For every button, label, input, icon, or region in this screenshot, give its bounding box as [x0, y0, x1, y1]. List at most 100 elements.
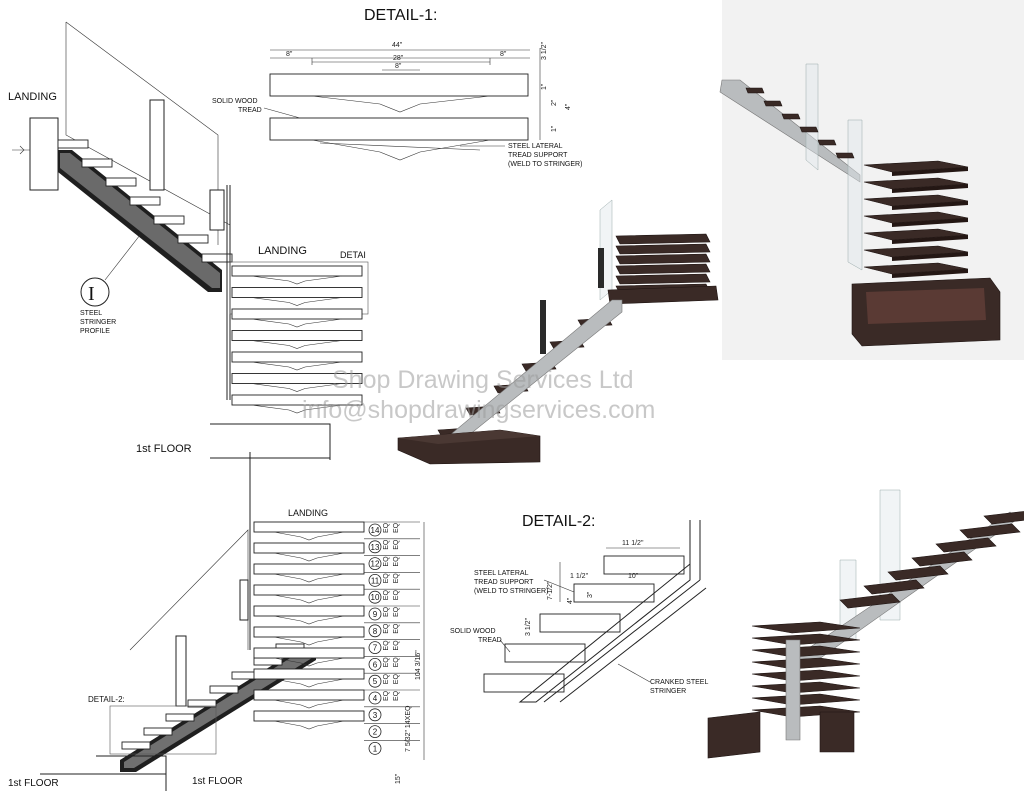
detail-2: DETAIL-2: 11 1/2" 1 1/2" 10" 7-1/2" 4" 3…	[450, 513, 708, 703]
eq-label: EQ	[383, 690, 390, 701]
tread-side	[253, 657, 283, 666]
render-tread	[911, 551, 973, 567]
step-number: 7	[373, 644, 378, 653]
step-number-circle	[368, 624, 382, 638]
render-tread	[615, 253, 711, 265]
tread-support	[273, 636, 345, 646]
step-number: 12	[371, 560, 380, 569]
step-number-circle	[368, 708, 382, 722]
plan-tread	[253, 542, 365, 554]
render-tread	[615, 233, 711, 245]
render-tread	[935, 537, 997, 553]
d2-e: 3 1/2"	[525, 617, 532, 636]
eq-label: EQ	[383, 556, 390, 567]
step-number: 9	[373, 610, 378, 619]
step-number: 13	[371, 543, 380, 552]
render-tread	[835, 152, 855, 159]
d1-center: 8"	[395, 63, 402, 70]
plan-tread	[253, 605, 365, 617]
eq-label: EQ	[383, 590, 390, 601]
tread-support	[251, 275, 343, 285]
eq-label: EQ	[383, 674, 390, 685]
d1-right: 8"	[500, 51, 507, 58]
step-number-circle	[368, 574, 382, 587]
eq-label: EQ	[393, 623, 400, 634]
tread-side	[165, 713, 195, 722]
first-floor-label-mid: 1st FLOOR	[136, 443, 192, 455]
render-tread	[751, 657, 861, 670]
stringer-profile-label-3: PROFILE	[80, 328, 110, 335]
tread-side	[153, 215, 185, 225]
tread-side	[201, 253, 233, 263]
render-tread	[751, 645, 861, 658]
step-number-circle	[368, 557, 382, 570]
step-number: 3	[373, 711, 378, 720]
tread-side	[177, 234, 209, 244]
tread-support	[251, 404, 343, 414]
step-number: 1	[373, 744, 378, 753]
step-number-circle	[368, 725, 382, 738]
tread-support	[273, 699, 345, 709]
render-tread	[751, 621, 861, 634]
step-number: 4	[373, 694, 378, 703]
tread-side	[81, 158, 113, 168]
d2-d: 3"	[587, 591, 594, 598]
first-floor-label-bottom-left: 1st FLOOR	[8, 778, 59, 789]
d2-b: 10"	[628, 573, 639, 580]
tread-support	[273, 615, 345, 625]
render-tread	[615, 263, 711, 275]
eq-label: EQ	[393, 674, 400, 685]
d1-d: 1"	[551, 125, 558, 132]
tread-support	[273, 678, 345, 688]
eq-label: EQ	[383, 623, 390, 634]
bottom-left-stair-elevation: DETAIL-2: 1st FLOOR 1st FLOOR	[8, 452, 316, 791]
d1-b: 2"	[551, 99, 558, 106]
render-tread	[839, 593, 901, 609]
first-floor-label-bottom-right: 1st FLOOR	[192, 776, 243, 787]
d1-a: 1"	[541, 83, 548, 90]
step-number-circle	[368, 523, 382, 537]
d2-riser: 7-1/2"	[547, 581, 554, 600]
render-tread-edge	[892, 184, 968, 193]
eq-label: EQ	[393, 590, 400, 601]
step-number: 11	[371, 576, 380, 585]
render-tread	[751, 681, 861, 694]
step-number: 14	[371, 526, 380, 535]
render-stair-middle	[397, 199, 719, 465]
render-stair-bottom-right	[707, 489, 1024, 759]
landing-label-top-left: LANDING	[8, 91, 57, 103]
cranked-stringer-l2: STRINGER	[650, 688, 686, 695]
top-plan-tread-stack: LANDING DETAI 1st FLOOR	[136, 245, 369, 460]
tread-support	[273, 657, 345, 667]
step-number: 8	[373, 627, 378, 636]
render-tread	[745, 87, 765, 94]
step-number-circle	[368, 607, 382, 621]
tread-side	[121, 741, 151, 750]
render-landing	[607, 285, 719, 305]
plan-tread	[231, 330, 363, 341]
detail-cut-label: DETAI	[340, 250, 366, 260]
top-left-stair-elevation: I STEEL STRINGER PROFILE LANDING	[8, 21, 233, 400]
plan-tread	[253, 521, 365, 533]
tread-side	[209, 685, 239, 694]
plan-tread	[231, 287, 363, 298]
eq-label: EQ	[393, 640, 400, 651]
eq-label: EQ	[393, 556, 400, 567]
steel-lateral-2-l3: (WELD TO STRINGER)	[474, 588, 548, 595]
render-tread	[817, 139, 837, 146]
steel-lateral-1-l1: STEEL LATERAL	[508, 143, 563, 150]
eq-label: EQ	[383, 606, 390, 617]
plan-tread	[253, 563, 365, 575]
d1-c: 4"	[565, 103, 572, 110]
solid-wood-tread-1-l1: SOLID WOOD	[212, 98, 258, 105]
svg-text:I: I	[88, 283, 95, 305]
render-tread	[799, 126, 819, 133]
step-number-circle	[368, 674, 382, 688]
eq-label: EQ	[383, 539, 390, 550]
plan-tread	[231, 394, 363, 406]
tread-support	[273, 573, 345, 583]
render-tread	[751, 693, 861, 706]
rise-each: 7 5/32" 14XEQ	[405, 705, 412, 752]
